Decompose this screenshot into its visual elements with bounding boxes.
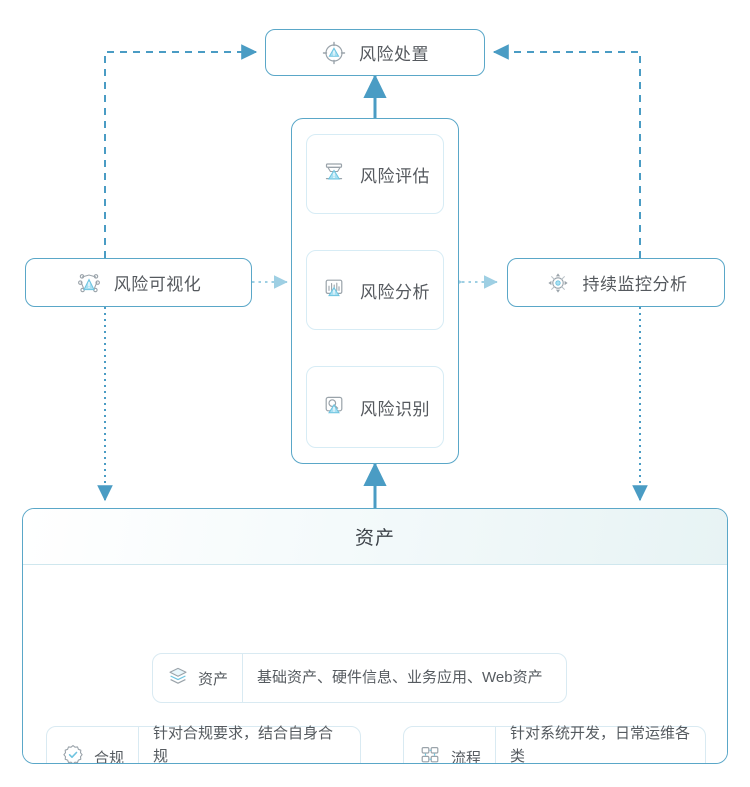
node-risk-identification[interactable]: 风险识别 — [306, 366, 444, 448]
asset-panel: 资产 资产 基础资产、硬件信息、业务应用、Web资产 — [22, 508, 728, 764]
node-label: 持续监控分析 — [582, 275, 688, 294]
asset-panel-header: 资产 — [23, 509, 727, 565]
node-risk-analysis[interactable]: 风险分析 — [306, 250, 444, 330]
network-graph-warning-icon — [76, 270, 102, 296]
card-key: 合规 — [47, 727, 140, 764]
card-key-label: 合规 — [94, 749, 125, 764]
scale-warning-icon — [320, 158, 348, 191]
node-risk-disposal[interactable]: 风险处置 — [265, 29, 485, 76]
node-risk-visualization[interactable]: 风险可视化 — [25, 258, 252, 307]
radar-target-icon — [545, 270, 571, 296]
node-label: 风险分析 — [360, 282, 430, 302]
card-value: 针对系统开发，日常运维各类 IT工作流程开展风险评估 — [496, 725, 705, 763]
badge-check-icon — [61, 743, 85, 763]
card-key-label: 流程 — [451, 749, 482, 764]
card-key-label: 资产 — [198, 670, 229, 688]
node-label: 风险处置 — [359, 45, 429, 64]
crosshair-warning-icon — [321, 40, 347, 66]
card-value-line: 针对系统开发，日常运维各类 — [510, 725, 691, 764]
magnifier-warning-icon — [320, 391, 348, 424]
wire-monitoring-to-disposal — [492, 44, 641, 258]
node-continuous-monitoring[interactable]: 持续监控分析 — [507, 258, 725, 307]
node-risk-assessment[interactable]: 风险评估 — [306, 134, 444, 214]
card-value: 针对合规要求，结合自身合规 风险点开展风险评估 — [139, 725, 360, 763]
card-asset[interactable]: 资产 基础资产、硬件信息、业务应用、Web资产 — [152, 653, 567, 703]
card-value-line: 基础资产、硬件信息、业务应用、Web资产 — [257, 669, 543, 687]
node-label: 风险评估 — [360, 166, 430, 186]
asset-panel-title: 资产 — [354, 528, 395, 549]
node-label: 风险可视化 — [113, 275, 202, 294]
chart-monitor-warning-icon — [320, 274, 348, 307]
node-label: 风险识别 — [360, 399, 430, 419]
asset-panel-body: 资产 基础资产、硬件信息、业务应用、Web资产 合规 — [23, 565, 727, 764]
card-key: 流程 — [404, 727, 497, 764]
process-loop-icon — [418, 743, 442, 764]
card-process[interactable]: 流程 针对系统开发，日常运维各类 IT工作流程开展风险评估 — [403, 725, 706, 764]
card-key: 资产 — [153, 654, 244, 702]
card-compliance[interactable]: 合规 针对合规要求，结合自身合规 风险点开展风险评估 — [46, 725, 361, 764]
card-value-line: 针对合规要求，结合自身合规 — [153, 725, 334, 764]
layers-icon — [167, 665, 189, 692]
wire-visualization-to-disposal — [104, 44, 258, 258]
card-value: 基础资产、硬件信息、业务应用、Web资产 — [243, 654, 566, 702]
